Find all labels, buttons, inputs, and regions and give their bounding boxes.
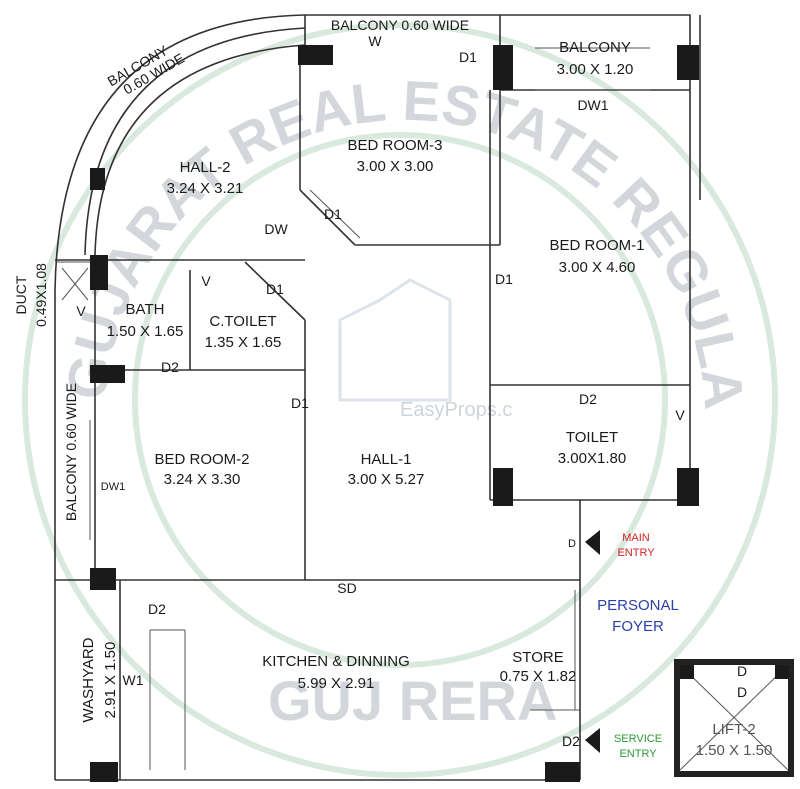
bed-room-2-label: BED ROOM-2 [154, 451, 249, 468]
vent-toilet: V [675, 407, 685, 423]
watermark-site: EasyProps.c [400, 399, 512, 421]
main-entry-label-2: ENTRY [617, 547, 655, 559]
door-toilet: D2 [579, 391, 597, 407]
columns [90, 45, 699, 782]
lift-size: 1.50 X 1.50 [696, 742, 773, 759]
balcony-top-door: W [368, 33, 382, 49]
c-toilet-label: C.TOILET [209, 313, 276, 330]
kitchen-label: KITCHEN & DINNING [262, 653, 410, 670]
main-entry-arrow-icon [585, 530, 600, 555]
watermark-arc-text: GUJARAT REAL ESTATE REGULATORY AUTHORITY [0, 0, 756, 410]
door-hall1: D1 [291, 395, 309, 411]
washyard-size: 2.91 X 1.50 [102, 642, 119, 719]
bath-size: 1.50 X 1.65 [107, 323, 184, 340]
vent-ctoilet: V [201, 273, 211, 289]
bath-label: BATH [126, 301, 165, 318]
hall-1-size: 3.00 X 5.27 [348, 471, 425, 488]
lift-door-2: D [737, 684, 747, 700]
store-label: STORE [512, 649, 563, 666]
dw1-bed2: DW1 [101, 481, 125, 493]
door-bath: D2 [161, 359, 179, 375]
door-bed3-top: D1 [459, 49, 477, 65]
bed-room-1-size: 3.00 X 4.60 [559, 259, 636, 276]
personal-foyer-label-2: FOYER [612, 618, 664, 635]
lift-2 [674, 659, 794, 777]
vent-bath: V [76, 303, 86, 319]
toilet-label: TOILET [566, 429, 618, 446]
window-washyard: W1 [123, 672, 144, 688]
balcony-right-label: BALCONY [559, 39, 631, 56]
lift-door-1: D [737, 663, 747, 679]
service-entry-label-1: SERVICE [614, 733, 662, 745]
dw1-bed1: DW1 [577, 97, 608, 113]
service-entry-label-2: ENTRY [619, 748, 657, 760]
door-ctoilet: D1 [266, 281, 284, 297]
main-entry-label-1: MAIN [622, 532, 650, 544]
c-toilet-size: 1.35 X 1.65 [205, 334, 282, 351]
door-bed3: D1 [324, 206, 342, 222]
bed-room-3-label: BED ROOM-3 [347, 137, 442, 154]
bed-room-1-label: BED ROOM-1 [549, 237, 644, 254]
hall-1-label: HALL-1 [361, 451, 412, 468]
service-entry-arrow-icon [585, 728, 600, 753]
store-size: 0.75 X 1.82 [500, 668, 577, 685]
balcony-top-label: BALCONY 0.60 WIDE [331, 17, 469, 33]
bed-room-3-size: 3.00 X 3.00 [357, 158, 434, 175]
personal-foyer-label-1: PERSONAL [597, 597, 679, 614]
door-hall2-dw: DW [264, 221, 288, 237]
balcony-right-size: 3.00 X 1.20 [557, 61, 634, 78]
kitchen-size: 5.99 X 2.91 [298, 675, 375, 692]
walls [54, 14, 701, 781]
door-main: D [568, 538, 576, 550]
balcony-left-label: BALCONY 0.60 WIDE [63, 383, 79, 521]
sliding-door-kitchen: SD [337, 580, 356, 596]
door-washyard: D2 [148, 601, 166, 617]
door-bed1: D1 [495, 271, 513, 287]
door-service: D2 [562, 733, 580, 749]
lift-label: LIFT-2 [712, 721, 755, 738]
duct-size: 0.49X1.08 [33, 263, 49, 327]
duct-label: DUCT [13, 275, 29, 314]
toilet-size: 3.00X1.80 [558, 450, 626, 467]
watermark-bottom-text: GUJ RERA [268, 669, 557, 732]
hall-2-label: HALL-2 [180, 159, 231, 176]
bed-room-2-size: 3.24 X 3.30 [164, 471, 241, 488]
washyard-label: WASHYARD [80, 637, 97, 722]
hall-2-size: 3.24 X 3.21 [167, 180, 244, 197]
